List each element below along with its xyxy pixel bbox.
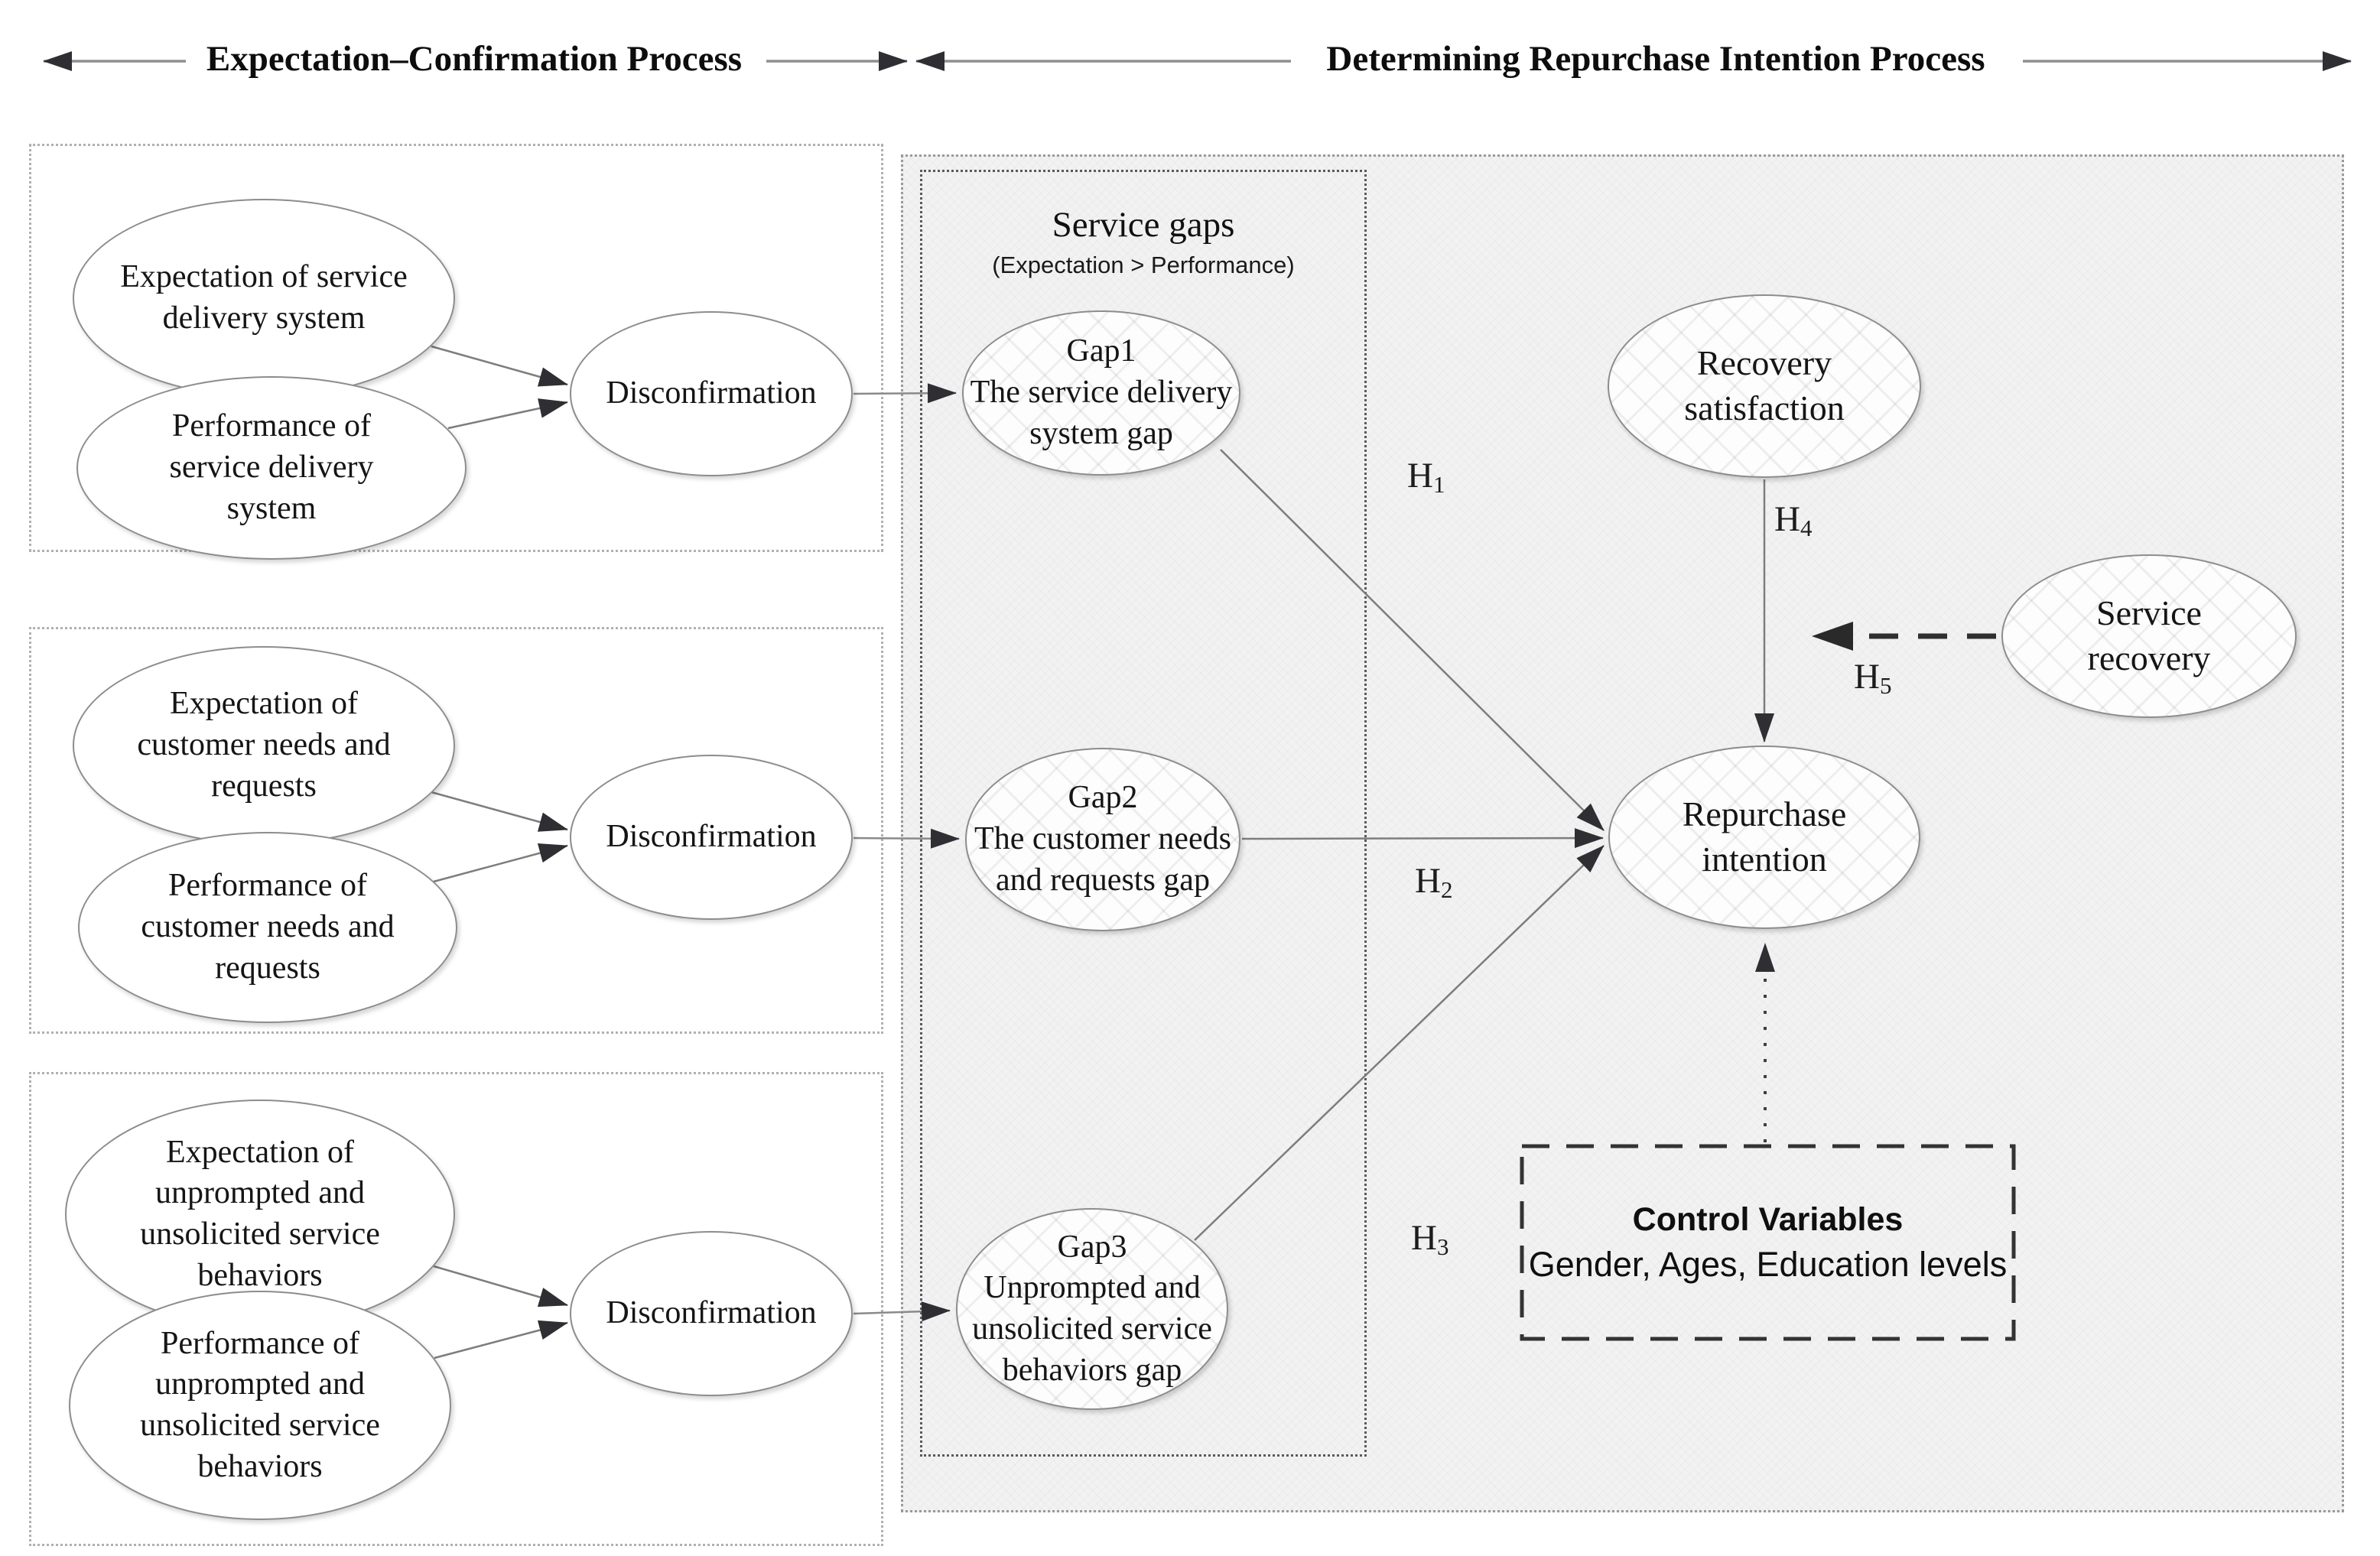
label-h3-sub: 3	[1436, 1233, 1449, 1260]
label-h5-base: H	[1854, 657, 1880, 697]
label-h3: H3	[1411, 1217, 1448, 1261]
node-performance-customer-needs: Performance of customer needs and reques…	[78, 832, 457, 1023]
label-h2: H2	[1415, 860, 1452, 904]
control-variables-items: Gender, Ages, Education levels	[1528, 1244, 2008, 1284]
node-performance-service-delivery: Performance of service delivery system	[76, 376, 467, 560]
label-h2-sub: 2	[1440, 876, 1453, 903]
service-gaps-title: Service gaps	[1052, 205, 1235, 245]
control-variables-box: Control Variables Gender, Ages, Educatio…	[1520, 1145, 2015, 1340]
node-performance-unprompted: Performance of unprompted and unsolicite…	[69, 1291, 451, 1520]
label-h5-sub: 5	[1879, 672, 1892, 699]
header-right-process-title: Determining Repurchase Intention Process	[1326, 39, 1985, 79]
label-h4-base: H	[1774, 499, 1800, 539]
label-h1-sub: 1	[1432, 471, 1445, 498]
label-h1-base: H	[1407, 456, 1433, 495]
label-h5: H5	[1854, 656, 1891, 700]
node-gap3: Gap3 Unprompted and unsolicited service …	[956, 1208, 1228, 1410]
service-gaps-box: Service gaps (Expectation > Performance)	[920, 170, 1367, 1457]
node-disconfirmation-3: Disconfirmation	[570, 1231, 853, 1396]
control-variables-title: Control Variables	[1632, 1200, 1904, 1238]
label-h4-sub: 4	[1800, 515, 1813, 541]
node-expectation-service-delivery: Expectation of service delivery system	[73, 199, 455, 398]
node-repurchase-intention: Repurchase intention	[1608, 746, 1920, 929]
header-left-process-title: Expectation–Confirmation Process	[206, 39, 743, 79]
service-gaps-subtitle: (Expectation > Performance)	[992, 252, 1295, 278]
node-gap2: Gap2 The customer needs and requests gap	[965, 748, 1240, 931]
node-disconfirmation-1: Disconfirmation	[570, 311, 853, 476]
node-gap1: Gap1 The service delivery system gap	[962, 310, 1240, 476]
label-h4: H4	[1774, 499, 1812, 542]
node-expectation-customer-needs: Expectation of customer needs and reques…	[73, 646, 455, 845]
label-h3-base: H	[1411, 1218, 1437, 1258]
label-h2-base: H	[1415, 861, 1441, 901]
node-disconfirmation-2: Disconfirmation	[570, 755, 853, 920]
node-recovery-satisfaction: Recovery satisfaction	[1608, 294, 1921, 478]
label-h1: H1	[1407, 455, 1445, 499]
node-service-recovery: Service recovery	[2001, 554, 2297, 718]
